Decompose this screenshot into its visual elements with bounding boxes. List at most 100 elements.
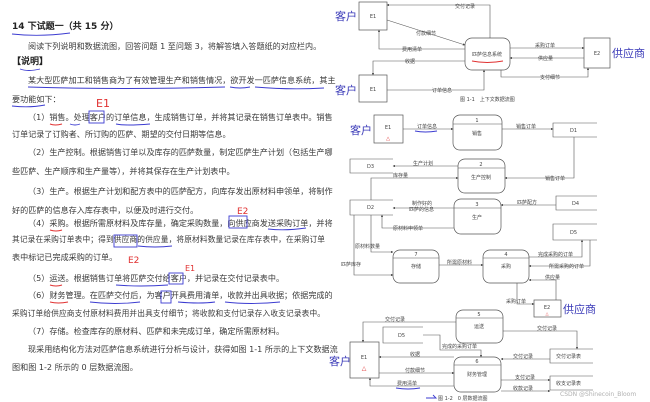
svg-text:D2: D2 <box>367 205 374 211</box>
svg-text:收据: 收据 <box>410 351 420 358</box>
svg-text:采购订单: 采购订单 <box>506 298 526 305</box>
svg-text:交付记录: 交付记录 <box>385 316 405 323</box>
svg-text:完成采购的订单: 完成采购的订单 <box>538 251 573 258</box>
svg-text:财务管理: 财务管理 <box>467 371 487 378</box>
svg-text:费用清单: 费用清单 <box>402 46 422 53</box>
svg-text:匹萨信息系统: 匹萨信息系统 <box>472 51 502 58</box>
paragraph-line: 订单记录了订购者、所订购的匹萨、期望的交付日期等信息。 <box>12 129 231 139</box>
svg-text:客户: 客户 <box>350 123 372 137</box>
svg-text:交付记录表: 交付记录表 <box>556 353 581 360</box>
svg-text:E2: E2 <box>594 51 600 57</box>
paragraph-line: 要功能如下： <box>12 94 61 104</box>
svg-text:7: 7 <box>414 252 417 258</box>
entity-e1-bottom <box>358 74 388 103</box>
figure-caption: 图 1-2 0 层数据流图 <box>438 395 488 402</box>
watermark: CSDN @Shinecoin_Bloom <box>560 391 636 398</box>
paragraph-line: （1）销售。处理客户的订单信息，生成销售订单，并将其记录在销售订单表中。销售 <box>28 112 333 122</box>
svg-text:所需原材料: 所需原材料 <box>447 259 472 266</box>
entity-e2 <box>583 37 611 69</box>
entity-e2 <box>533 299 562 318</box>
svg-text:6: 6 <box>475 359 478 365</box>
data-store-d4: D4 <box>555 195 597 211</box>
paragraph-line: （4）采购。根据所需原材料及库存量，确定采购数量，向供应商发送采购订单，并将 <box>28 218 333 228</box>
svg-text:2: 2 <box>479 162 482 168</box>
process-7: 7存储 <box>392 249 440 284</box>
svg-text:匹萨库存: 匹萨库存 <box>341 261 361 268</box>
svg-text:D4: D4 <box>572 201 579 207</box>
svg-text:生产计划: 生产计划 <box>413 160 433 167</box>
svg-text:4: 4 <box>504 252 507 258</box>
svg-text:采购订单: 采购订单 <box>535 42 555 49</box>
svg-text:采购: 采购 <box>501 263 511 270</box>
data-store-d5-copy: D5 <box>382 326 423 344</box>
svg-text:5: 5 <box>477 312 480 318</box>
svg-text:匹萨配方: 匹萨配方 <box>517 199 537 206</box>
paragraph-line: 表中标记已完成采购的订单。 <box>12 252 118 262</box>
svg-text:D1: D1 <box>570 128 577 134</box>
svg-text:△: △ <box>386 136 390 142</box>
svg-text:订单信息: 订单信息 <box>417 123 437 130</box>
svg-text:供应量: 供应量 <box>538 55 553 62</box>
svg-text:收款记录: 收款记录 <box>513 385 533 392</box>
paragraph-line: 现采用结构化方法对匹萨信息系统进行分析与设计，获得如图 1-1 所示的上下文数据… <box>28 344 338 354</box>
svg-text:E2: E2 <box>544 305 550 311</box>
svg-text:生产: 生产 <box>472 214 482 221</box>
svg-text:收据: 收据 <box>405 58 415 65</box>
paragraph-line: 好的匹萨的信息存入库存表中，以便及时进行交付。 <box>12 205 199 215</box>
svg-text:支付细节: 支付细节 <box>540 74 560 81</box>
svg-text:D5: D5 <box>570 230 577 236</box>
svg-text:原材料数量: 原材料数量 <box>355 243 380 250</box>
svg-text:制作好的: 制作好的 <box>412 200 432 207</box>
svg-text:付款细节: 付款细节 <box>416 30 436 37</box>
svg-text:销售: 销售 <box>472 130 482 137</box>
paragraph-line: 些匹萨、生产顺序和生产量等），并将其保存在生产计划表中。 <box>12 166 235 176</box>
svg-text:支付记录: 支付记录 <box>515 374 535 381</box>
customer-label: 客户 <box>335 83 357 97</box>
svg-text:供应商: 供应商 <box>563 302 596 316</box>
annotation-e1: E1 <box>96 97 110 110</box>
instruction: 阅读下列说明和数据流图，回答问题 1 至问题 3，将解答填入答题纸的对应栏内。 <box>28 41 322 51</box>
svg-text:库存量: 库存量 <box>393 172 408 179</box>
handwritten-annotations: E1 E2 E2 E1 <box>11 32 325 304</box>
svg-text:收支记录表: 收支记录表 <box>556 380 581 387</box>
process-3: 3生产 <box>453 198 502 235</box>
svg-text:客户: 客户 <box>329 354 351 368</box>
svg-text:1: 1 <box>475 118 478 124</box>
figure-caption: 图 1-1 上下文数据流图 <box>460 96 515 103</box>
data-store-delivery-records: 交付记录表 <box>549 348 593 364</box>
svg-text:交付记录: 交付记录 <box>537 325 557 332</box>
paragraph-line: （3）生产。根据生产计划和配方表中的匹萨配方，向库存发出原材料申领单，将制作 <box>28 186 333 196</box>
svg-text:付款细节: 付款细节 <box>405 367 425 374</box>
paragraph-line: （6）财务管理。在匹萨交付后，为客户开具费用清单，收款并出具收据；依据完成的 <box>28 290 333 300</box>
process-5: 5运送 <box>455 309 504 344</box>
svg-text:E1: E1 <box>370 87 376 93</box>
paragraph-line: 采购订单给供应商支付原材料费用并出具支付细节；将收款和支付记录存入收支记录表中。 <box>12 309 325 318</box>
data-store-d3: D3 <box>349 158 393 174</box>
question-title: 14 下试题一（共 15 分） <box>12 22 119 32</box>
supplier-label: 供应商 <box>612 46 645 60</box>
annotation-e2: E2 <box>128 256 139 266</box>
svg-text:完成的采购订单: 完成的采购订单 <box>442 343 477 350</box>
svg-text:销售订单: 销售订单 <box>516 123 536 130</box>
context-diagram: E1 客户 E1 客户 匹萨信息系统 E2 供应商 交付记录 付款细节 费用清单… <box>335 1 645 103</box>
svg-text:原材料申领单: 原材料申领单 <box>393 225 423 232</box>
process-4: 4 采购 <box>482 249 530 284</box>
svg-text:所需采购的订单: 所需采购的订单 <box>549 263 584 270</box>
svg-text:费用清单: 费用清单 <box>397 380 417 387</box>
data-store-d5: D5 <box>552 223 597 241</box>
svg-text:E1: E1 <box>361 355 367 361</box>
customer-label: 客户 <box>335 9 357 23</box>
annotation-e2: E2 <box>237 207 248 217</box>
paragraph-line: 其记录在采购订单表中；得到供应商的供应量，将原材料数量记录在库存表中，在采购订单 <box>12 235 325 244</box>
section-heading: 【说明】 <box>12 57 49 67</box>
svg-text:△: △ <box>362 365 367 372</box>
svg-text:E1: E1 <box>370 14 376 20</box>
paragraph-line: （5）运送。根据销售订单将匹萨交付给客户，并记录在交付记录表中。 <box>28 273 285 283</box>
paragraph-line: （7）存储。检查库存的原材料、匹萨和未完成订单，确定所需原材料。 <box>28 326 285 336</box>
entity-e1 <box>349 341 380 379</box>
svg-text:D5: D5 <box>398 333 405 339</box>
svg-text:交付记录: 交付记录 <box>513 353 533 360</box>
